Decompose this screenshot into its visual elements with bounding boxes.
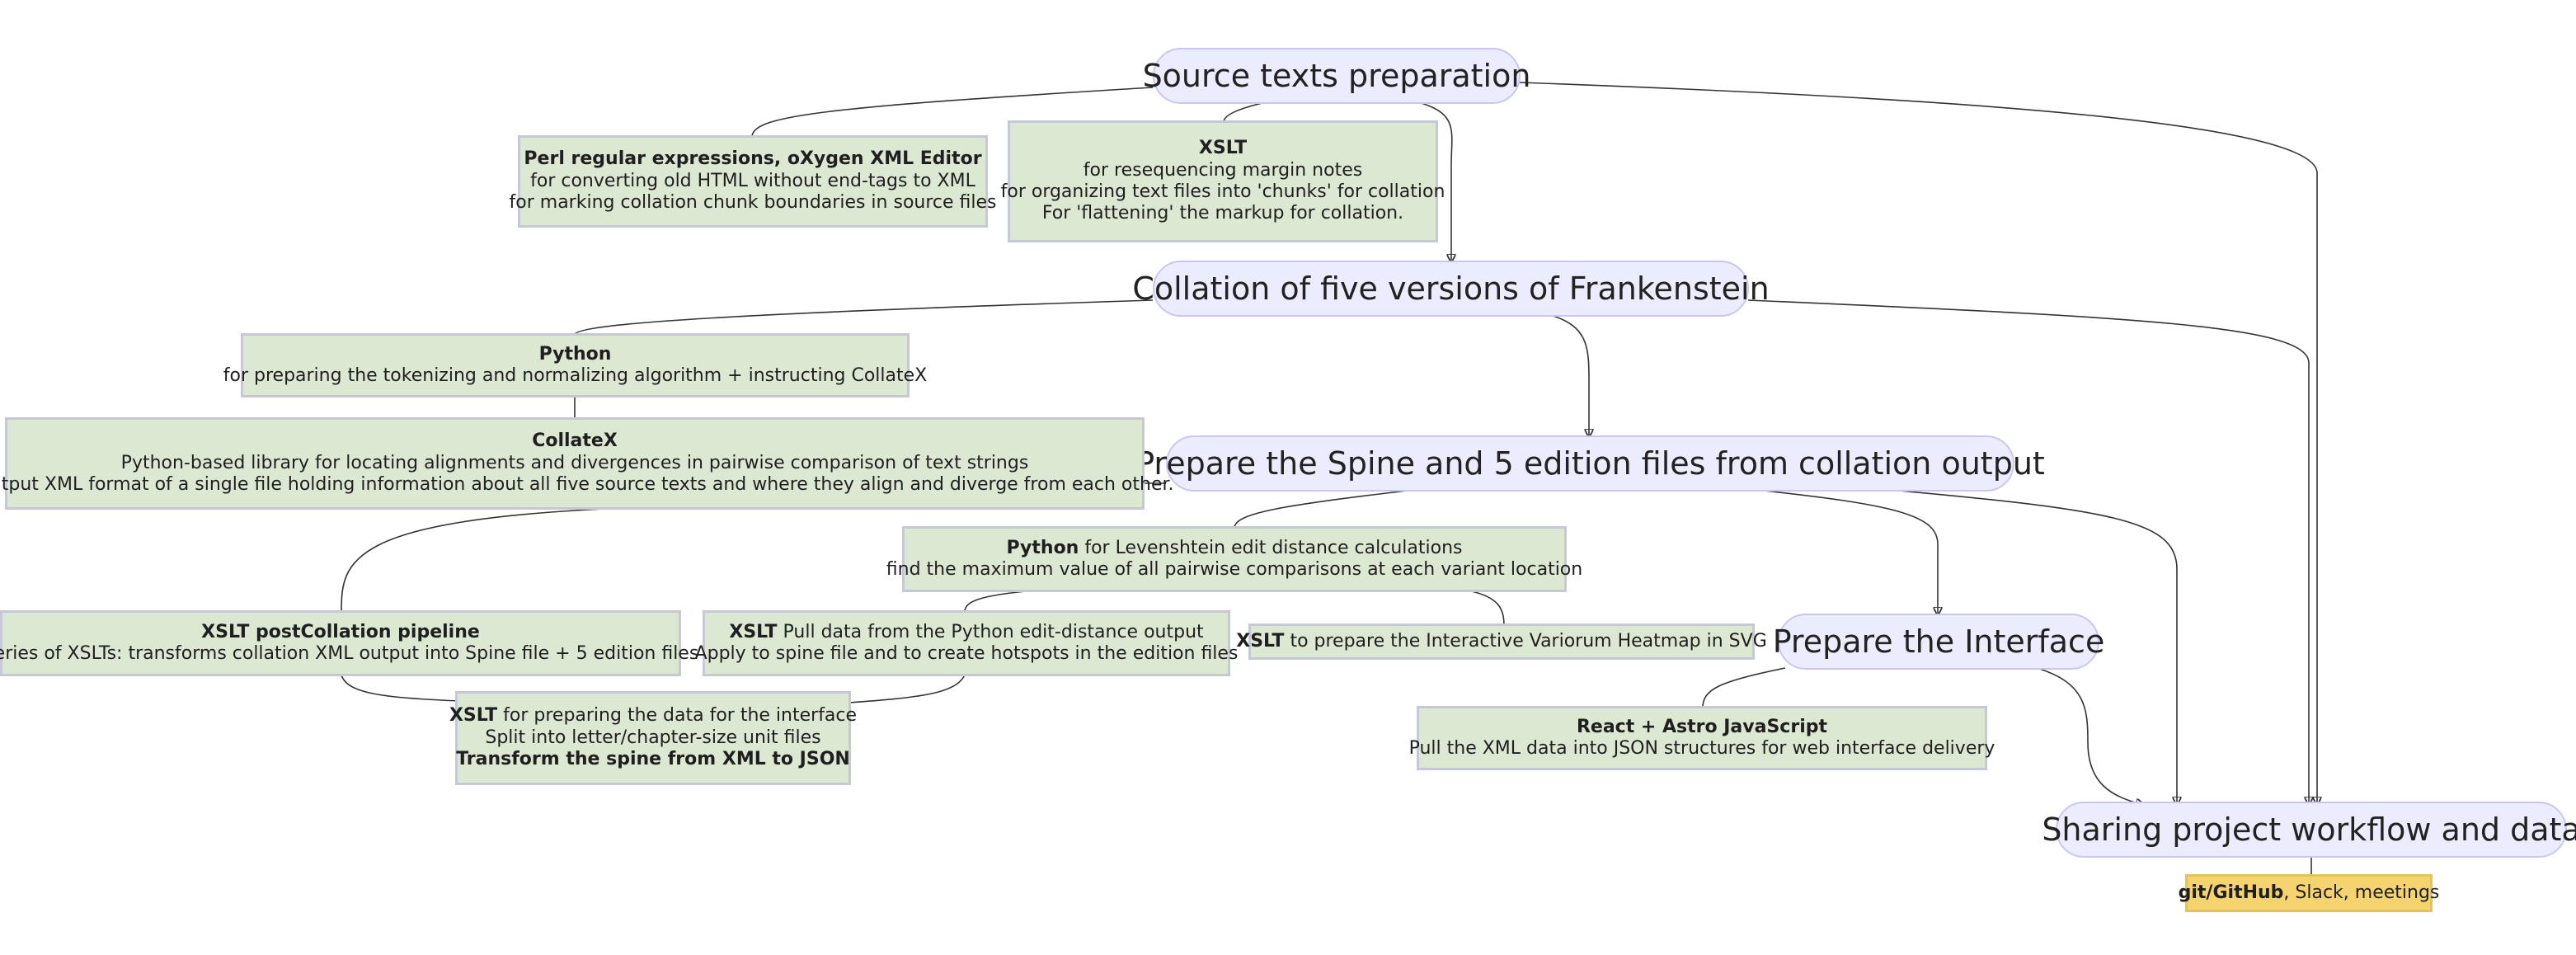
node-sharing-label: Sharing project workflow and data xyxy=(2042,812,2576,848)
note-xslt-interface-data: XSLT for preparing the data for the inte… xyxy=(449,691,857,785)
note-collatex-line2: Output XML format of a single file holdi… xyxy=(0,474,1174,496)
note-xslt-data-heading: XSLT for preparing the data for the inte… xyxy=(449,705,857,727)
note-react-title: React + Astro JavaScript xyxy=(1576,716,1828,737)
note-xslt-pull-bold: XSLT xyxy=(729,621,778,642)
note-python-tokenizing: Python for preparing the tokenizing and … xyxy=(223,333,927,398)
note-react-line1: Pull the XML data into JSON structures f… xyxy=(1408,738,1995,759)
note-xslt-heatmap-heading: XSLT to prepare the Interactive Variorum… xyxy=(1236,631,1767,652)
note-xslt-pull-data: XSLT Pull data from the Python edit-dist… xyxy=(695,610,1238,676)
note-python-lev-heading: Python for Levenshtein edit distance cal… xyxy=(1007,538,1463,559)
note-python-levenshtein: Python for Levenshtein edit distance cal… xyxy=(886,526,1582,592)
note-xslt-post-title: XSLT postCollation pipeline xyxy=(201,621,480,642)
edge-pull-data xyxy=(848,674,966,703)
note-collatex: CollateX Python-based library for locati… xyxy=(0,417,1174,510)
edge-spine-lev xyxy=(1234,489,1415,529)
note-xslt-heatmap: XSLT to prepare the Interactive Variorum… xyxy=(1236,623,1767,660)
node-collation[interactable]: Collation of five versions of Frankenste… xyxy=(1132,261,1770,317)
edge-spine-interface xyxy=(1756,489,1938,615)
node-sharing-workflow[interactable]: Sharing project workflow and data xyxy=(2042,802,2576,858)
note-collatex-title: CollateX xyxy=(532,430,618,452)
edge-source-xslt xyxy=(1223,101,1267,123)
note-react-astro: React + Astro JavaScript Pull the XML da… xyxy=(1409,706,1995,770)
node-source-label: Source texts preparation xyxy=(1142,58,1531,94)
note-perl-oxygen: Perl regular expressions, oXygen XML Edi… xyxy=(510,135,997,228)
note-git-github: git/GitHub, Slack, meetings xyxy=(2179,874,2439,912)
note-xslt-source-line2: for organizing text files into 'chunks' … xyxy=(1000,181,1445,202)
note-xslt-data-rest: for preparing the data for the interface xyxy=(497,705,858,727)
note-xslt-source-line1: for resequencing margin notes xyxy=(1083,159,1363,181)
note-git-heading: git/GitHub, Slack, meetings xyxy=(2179,882,2440,904)
note-xslt-heatmap-bold: XSLT xyxy=(1236,630,1285,652)
note-git-bold: git/GitHub xyxy=(2178,882,2284,903)
note-collatex-line1: Python-based library for locating alignm… xyxy=(120,452,1029,473)
note-python-tok-line1: for preparing the tokenizing and normali… xyxy=(223,365,928,386)
edge-collatex-post xyxy=(341,507,624,613)
note-xslt-source-title: XSLT xyxy=(1198,138,1248,159)
node-spine-label: Prepare the Spine and 5 edition files fr… xyxy=(1135,445,2045,482)
edge-source-collation xyxy=(1417,101,1452,262)
node-prepare-spine[interactable]: Prepare the Spine and 5 edition files fr… xyxy=(1135,435,2045,492)
note-xslt-postcollation: XSLT postCollation pipeline Series of XS… xyxy=(0,610,698,676)
note-xslt-source-line3: For 'flattening' the markup for collatio… xyxy=(1041,203,1404,224)
note-git-rest: , Slack, meetings xyxy=(2283,882,2440,903)
note-python-lev-line1: find the maximum value of all pairwise c… xyxy=(886,559,1583,580)
node-prepare-interface[interactable]: Prepare the Interface xyxy=(1773,614,2104,670)
note-xslt-pull-rest: Pull data from the Python edit-distance … xyxy=(777,621,1204,642)
note-xslt-pull-heading: XSLT Pull data from the Python edit-dist… xyxy=(729,622,1203,643)
note-xslt-pull-line1: Apply to spine file and to create hotspo… xyxy=(694,643,1239,664)
edge-interface-sharing xyxy=(2036,667,2144,805)
note-xslt-heatmap-rest: to prepare the Interactive Variorum Heat… xyxy=(1284,630,1767,652)
edge-interface-react xyxy=(1702,667,1786,708)
node-collation-label: Collation of five versions of Frankenste… xyxy=(1132,271,1770,307)
note-xslt-data-bold: XSLT xyxy=(449,705,498,727)
note-perl-line1: for converting old HTML without end-tags… xyxy=(530,170,975,191)
edge-collation-spine xyxy=(1549,314,1589,437)
note-python-lev-rest: for Levenshtein edit distance calculatio… xyxy=(1079,537,1463,558)
note-perl-line2: for marking collation chunk boundaries i… xyxy=(509,192,997,214)
edge-lev-heatmap xyxy=(1467,590,1505,628)
edge-spine-sharing xyxy=(1871,487,2177,805)
note-python-tok-title: Python xyxy=(538,343,612,365)
edge-collation-python xyxy=(574,299,1154,336)
note-xslt-data-line2: Transform the spine from XML to JSON xyxy=(456,749,850,770)
note-xslt-source: XSLT for resequencing margin notes for o… xyxy=(1001,120,1445,242)
edge-lev-pull xyxy=(964,590,1036,613)
note-xslt-data-line1: Split into letter/chapter-size unit file… xyxy=(485,727,821,748)
note-python-lev-bold: Python xyxy=(1006,537,1079,558)
edge-collation-sharing xyxy=(1747,299,2309,805)
note-perl-title: Perl regular expressions, oXygen XML Edi… xyxy=(524,148,982,170)
edge-source-sharing xyxy=(1519,82,2317,805)
note-xslt-post-line1: Series of XSLTs: transforms collation XM… xyxy=(0,643,699,664)
edge-post-data xyxy=(341,674,459,702)
node-source-texts-preparation[interactable]: Source texts preparation xyxy=(1143,48,1530,104)
edge-source-perl xyxy=(751,87,1154,138)
node-interface-label: Prepare the Interface xyxy=(1772,623,2105,660)
